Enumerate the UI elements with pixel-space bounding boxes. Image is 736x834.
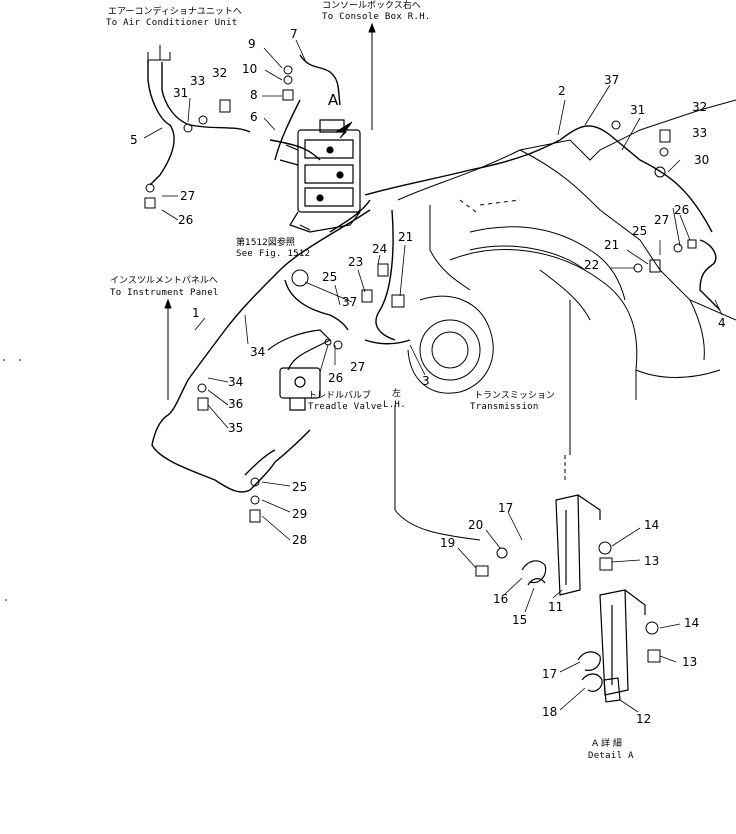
clip-16-15 [522, 561, 546, 585]
part-number: 7 [290, 27, 298, 41]
part-number: 25 [292, 480, 308, 494]
part-number: 28 [292, 533, 308, 547]
note-air-conditioner-jp: エアーコンディショナユニットへ [108, 7, 242, 17]
note-console-box-en: To Console Box R.H. [322, 12, 431, 22]
part-number: 6 [250, 110, 258, 124]
part-number: 33 [190, 74, 206, 88]
part-number: 17 [542, 667, 558, 681]
part-number: 30 [694, 153, 710, 167]
center-valve-block [280, 120, 360, 232]
part-number: 9 [248, 37, 256, 51]
part-number: 12 [636, 712, 652, 726]
part-number: 34 [250, 345, 266, 359]
part-number: 35 [228, 421, 244, 435]
note-detail-jp: A 詳 細 [592, 739, 622, 749]
part-number: 37 [604, 73, 620, 87]
part-number: 4 [718, 316, 726, 330]
part-number: 37 [342, 295, 358, 309]
part-number: 18 [542, 705, 558, 719]
part-number: 26 [328, 371, 344, 385]
part-number: 3 [422, 374, 430, 388]
part-number: 32 [212, 66, 228, 80]
part-number: 27 [654, 213, 670, 227]
annotation-arrows [148, 24, 480, 540]
part-number: 31 [630, 103, 646, 117]
part-number: 16 [493, 592, 509, 606]
part-number: 8 [250, 88, 258, 102]
part-leaders [144, 40, 722, 712]
note-air-conditioner-en: To Air Conditioner Unit [106, 18, 238, 28]
note-transmission-jp: トランスミッション [474, 391, 555, 401]
part-number: 13 [682, 655, 698, 669]
note-instrument-panel-en: To Instrument Panel [110, 288, 219, 298]
part-number: 2 [558, 84, 566, 98]
note-console-box-jp: コンソールボックス右へ [322, 1, 421, 11]
note-treadle-valve-en: Treadle Valve [308, 402, 383, 412]
part-number: 22 [584, 258, 600, 272]
note-detail-en: Detail A [588, 751, 634, 761]
part-number: 13 [644, 554, 660, 568]
part-number: 27 [180, 189, 196, 203]
part-number: 32 [692, 100, 708, 114]
clip-17-18 [578, 652, 620, 702]
bracket-11 [556, 495, 600, 595]
note-see-fig-jp: 第1512図参照 [236, 238, 295, 248]
bracket-12 [600, 590, 645, 695]
note-to-jp: 左 [392, 389, 402, 399]
part-number: 19 [440, 536, 456, 550]
part-number: 14 [684, 616, 700, 630]
part-number: 10 [242, 62, 258, 76]
note-treadle-valve-jp: トレドルバルブ [308, 391, 372, 401]
note-transmission-en: Transmission [470, 402, 539, 412]
part-number: 26 [178, 213, 194, 227]
part-number: 1 [192, 306, 200, 320]
part-number: 24 [372, 242, 388, 256]
view-letter-a: A [328, 91, 339, 109]
note-see-fig-en: See Fig. 1512 [236, 249, 311, 259]
part-number: 14 [644, 518, 660, 532]
part-number: 36 [228, 397, 244, 411]
part-number: 15 [512, 613, 528, 627]
part-number: 21 [398, 230, 414, 244]
part-number: 17 [498, 501, 514, 515]
part-number: 26 [674, 203, 690, 217]
note-instrument-panel-jp: インスツルメントパネルへ [110, 276, 218, 286]
part-number: 29 [292, 507, 308, 521]
part-number: 25 [632, 224, 648, 238]
transmission-housing [398, 100, 736, 480]
part-number: 5 [130, 133, 138, 147]
part-number: 34 [228, 375, 244, 389]
part-number: 23 [348, 255, 364, 269]
part-number: 25 [322, 270, 338, 284]
note-lh-en: L.H. [383, 400, 406, 410]
part-number: 11 [548, 600, 564, 614]
edge-marks [3, 359, 21, 601]
part-number: 33 [692, 126, 708, 140]
part-number: 31 [173, 86, 189, 100]
part-number: 27 [350, 360, 366, 374]
fasteners [145, 66, 696, 662]
view-arrow-a [336, 122, 352, 138]
part-number: 20 [468, 518, 484, 532]
part-number: 21 [604, 238, 620, 252]
